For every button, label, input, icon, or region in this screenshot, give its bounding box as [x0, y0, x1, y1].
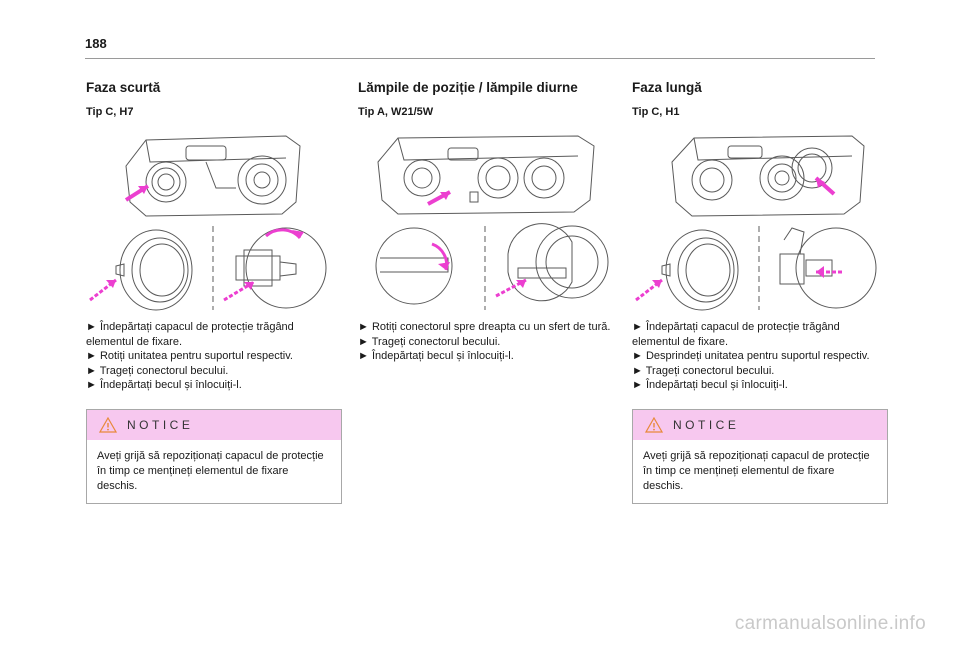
notice-box: NOTICE Aveți grijă să repoziționați capa… [632, 408, 888, 504]
column-high-beam: Faza lungă Tip C, H1 [632, 80, 890, 504]
section-title: Faza scurtă [86, 80, 161, 95]
instruction-step: ► Trageți conectorul becului. [358, 335, 501, 348]
section-subtitle: Tip C, H1 [632, 106, 680, 118]
low-beam-illustration [86, 132, 344, 312]
notice-title: NOTICE [673, 417, 740, 432]
notice-header: NOTICE [633, 409, 887, 440]
notice-text: Aveți grijă să repoziționați capacul de … [97, 449, 324, 492]
column-low-beam: Faza scurtă Tip C, H7 [86, 80, 344, 504]
notice-box: NOTICE Aveți grijă să repoziționați capa… [86, 408, 342, 504]
instruction-step: ► Desprindeți unitatea pentru suportul r… [632, 350, 870, 363]
section-title: Faza lungă [632, 80, 702, 95]
section-subtitle: Tip C, H7 [86, 106, 134, 118]
instruction-step: ► Trageți conectorul becului. [632, 364, 775, 377]
instruction-step: ► Rotiți conectorul spre dreapta cu un s… [358, 321, 611, 333]
instruction-step: ► Rotiți unitatea pentru suportul respec… [86, 350, 293, 363]
instruction-step: ► Îndepărtați becul și înlocuiți-l. [632, 379, 788, 392]
instruction-step: ► Îndepărtați capacul de protecție trăgâ… [86, 321, 294, 348]
warning-triangle-icon [645, 416, 663, 433]
warning-triangle-icon [99, 416, 117, 433]
section-title: Lămpile de poziție / lămpile diurne [358, 80, 578, 95]
notice-title: NOTICE [127, 417, 194, 432]
notice-text: Aveți grijă să repoziționați capacul de … [643, 449, 870, 492]
instruction-step: ► Îndepărtați capacul de protecție trăgâ… [632, 321, 840, 348]
high-beam-illustration [632, 132, 890, 312]
instruction-steps: ► Rotiți conectorul spre dreapta cu un s… [358, 320, 616, 364]
position-lamp-illustration [358, 132, 616, 312]
column-position-lamps: Lămpile de poziție / lămpile diurne Tip … [358, 80, 616, 364]
header-divider [85, 58, 875, 59]
notice-header: NOTICE [87, 409, 341, 440]
watermark: carmanualsonline.info [734, 613, 926, 634]
instruction-step: ► Trageți conectorul becului. [86, 364, 229, 377]
instruction-step: ► Îndepărtați becul și înlocuiți-l. [358, 350, 514, 363]
instruction-step: ► Îndepărtați becul și înlocuiți-l. [86, 379, 242, 392]
page-number: 188 [85, 36, 107, 51]
instruction-steps: ► Îndepărtați capacul de protecție trăgâ… [86, 320, 344, 393]
instruction-steps: ► Îndepărtați capacul de protecție trăgâ… [632, 320, 890, 393]
section-subtitle: Tip A, W21/5W [358, 106, 434, 118]
